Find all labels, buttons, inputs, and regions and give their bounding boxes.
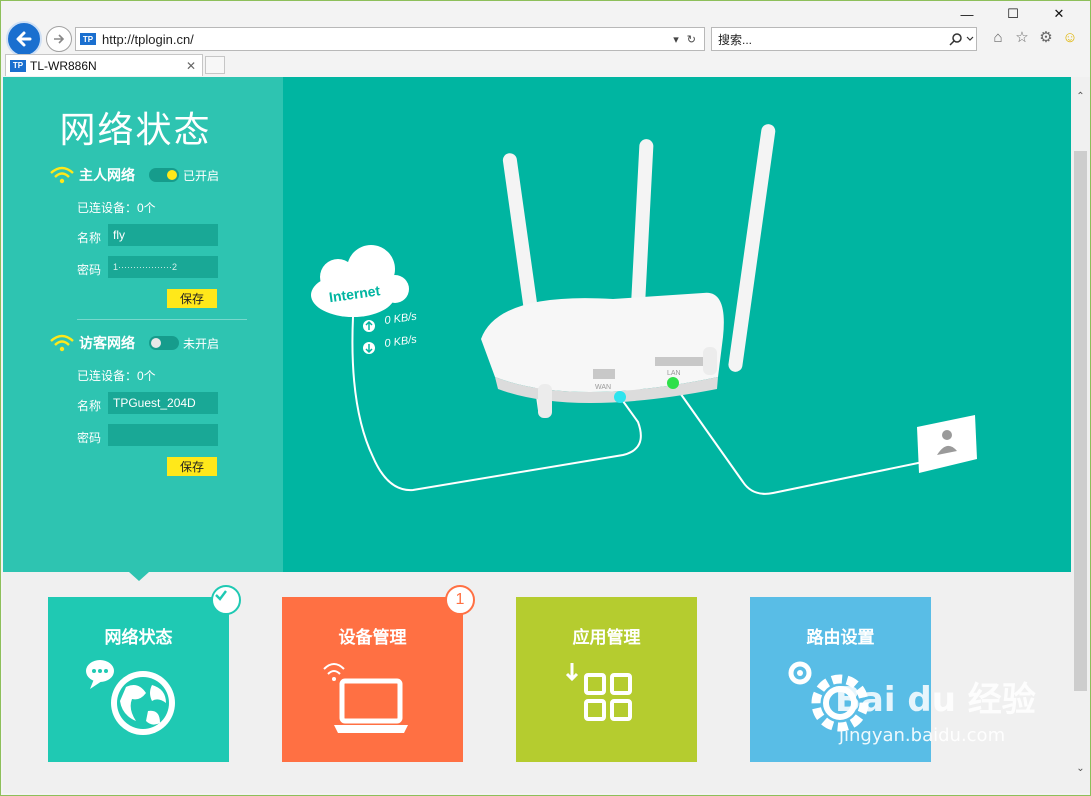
tab-bar: TP TL-WR886N ✕ (1, 54, 1091, 76)
lan-port-indicator (667, 377, 679, 389)
main-password-field[interactable]: 1··················2 (108, 256, 218, 278)
tile-network-status[interactable]: 网络状态 (48, 585, 241, 762)
tile-title: 应用管理 (572, 628, 641, 647)
wan-port-label: WAN (595, 384, 611, 391)
router-diagram: Internet 0 KB/s 0 KB/s (311, 124, 977, 495)
baidu-watermark-url: jingyan.baidu.com (839, 725, 1006, 746)
tab-close-icon[interactable]: ✕ (185, 58, 196, 73)
settings-gear-icon[interactable]: ⚙ (1039, 29, 1053, 46)
wifi-icon (50, 166, 74, 184)
main-network-status: 已开启 (183, 168, 220, 183)
home-icon[interactable]: ⌂ (993, 28, 1003, 46)
main-save-button[interactable]: 保存 (167, 289, 217, 308)
page-viewport: 网络状态 主人网络 已开启 已连设备：0个 名称 fly (3, 77, 1071, 793)
guest-connected-count: 已连设备：0个 (77, 369, 156, 383)
main-name-label: 名称 (77, 231, 102, 245)
active-tile-pointer (129, 572, 149, 581)
main-connected-count: 已连设备：0个 (77, 201, 156, 215)
router-hero-panel: 网络状态 主人网络 已开启 已连设备：0个 名称 fly (3, 77, 1071, 581)
checkmark-icon (215, 590, 227, 601)
tab-title: TL-WR886N (30, 58, 97, 73)
tile-app-management[interactable]: 应用管理 (516, 597, 697, 762)
guest-password-field[interactable] (108, 424, 218, 446)
wifi-icon (50, 334, 74, 352)
network-status-sidebar: 网络状态 主人网络 已开启 已连设备：0个 名称 fly (3, 77, 283, 572)
tile-title: 设备管理 (338, 628, 407, 647)
main-network-toggle[interactable] (149, 168, 179, 182)
address-bar[interactable]: TP http://tplogin.cn/ ▾ ↻ (75, 27, 705, 51)
guest-save-button[interactable]: 保存 (167, 457, 217, 476)
main-password-label: 密码 (77, 263, 102, 277)
back-button[interactable] (6, 21, 42, 57)
laptop-icon (323, 663, 408, 733)
tile-title: 路由设置 (806, 628, 875, 647)
main-network-label: 主人网络 (79, 167, 135, 183)
guest-password-label: 密码 (77, 431, 102, 445)
sidebar-divider (77, 319, 247, 320)
upload-arrow-icon (363, 320, 375, 332)
search-icon[interactable] (948, 32, 976, 46)
lan-port-label: LAN (667, 370, 681, 377)
site-favicon: TP (80, 33, 96, 45)
wan-cable (351, 316, 642, 492)
apps-grid-icon (565, 663, 632, 721)
forward-button[interactable] (46, 26, 72, 52)
close-icon[interactable]: ✕ (1053, 6, 1065, 21)
tile-title: 网络状态 (104, 628, 173, 647)
minimize-icon[interactable]: — (960, 6, 974, 22)
favorites-star-icon[interactable]: ☆ (1015, 29, 1029, 46)
navigation-bar: TP http://tplogin.cn/ ▾ ↻ 搜索... ⌂ ☆ ⚙ ☺ (1, 21, 1091, 57)
router-icon: WAN LAN (481, 124, 776, 418)
scroll-down-icon[interactable]: ⌄ (1076, 763, 1085, 774)
scroll-thumb[interactable] (1074, 151, 1087, 691)
download-arrow-icon (363, 342, 375, 354)
address-text[interactable]: http://tplogin.cn/ (102, 31, 194, 47)
window-controls: — ☐ ✕ (944, 5, 1082, 23)
tab-favicon: TP (10, 59, 26, 72)
lan-cable (672, 382, 924, 495)
baidu-watermark: Bai du 经验 (835, 680, 1036, 720)
globe-chat-icon (86, 660, 175, 735)
guest-name-label: 名称 (77, 399, 102, 413)
forward-arrow-icon (54, 34, 65, 44)
tile-device-management[interactable]: 设备管理 1 (282, 585, 475, 762)
main-network-header: 主人网络 已开启 (49, 165, 219, 185)
internet-label: Internet (328, 282, 381, 305)
search-input[interactable]: 搜索... (718, 32, 753, 47)
internet-cloud-icon (311, 245, 409, 317)
guest-network-toggle[interactable] (149, 336, 179, 350)
new-tab-button[interactable] (205, 56, 225, 74)
notification-badge: 1 (445, 585, 475, 615)
tile-router-settings[interactable]: 路由设置 (750, 597, 931, 762)
download-speed: 0 KB/s (384, 334, 418, 350)
guest-network-header: 访客网络 未开启 (49, 333, 219, 353)
gears-icon (788, 661, 869, 732)
tab-router[interactable]: TP TL-WR886N ✕ (5, 54, 203, 76)
guest-network-status: 未开启 (183, 336, 220, 351)
scroll-up-icon[interactable]: ⌃ (1076, 91, 1085, 102)
vertical-scrollbar[interactable]: ⌃ ⌄ (1071, 77, 1090, 793)
search-box[interactable]: 搜索... (711, 27, 977, 51)
wan-port-indicator (614, 391, 626, 403)
sidebar-title: 网络状态 (59, 110, 212, 151)
refresh-icon[interactable]: ↻ (686, 33, 696, 46)
main-name-field[interactable]: fly (108, 224, 218, 246)
upload-speed: 0 KB/s (384, 311, 418, 327)
smiley-feedback-icon[interactable]: ☺ (1062, 28, 1078, 46)
guest-network-label: 访客网络 (79, 335, 135, 351)
dropdown-icon[interactable]: ▾ (673, 33, 679, 46)
check-badge (211, 585, 241, 615)
guest-name-field[interactable]: TPGuest_204D (108, 392, 218, 414)
client-device-icon[interactable] (917, 415, 977, 473)
maximize-icon[interactable]: ☐ (1007, 6, 1019, 21)
back-arrow-icon (16, 31, 32, 47)
